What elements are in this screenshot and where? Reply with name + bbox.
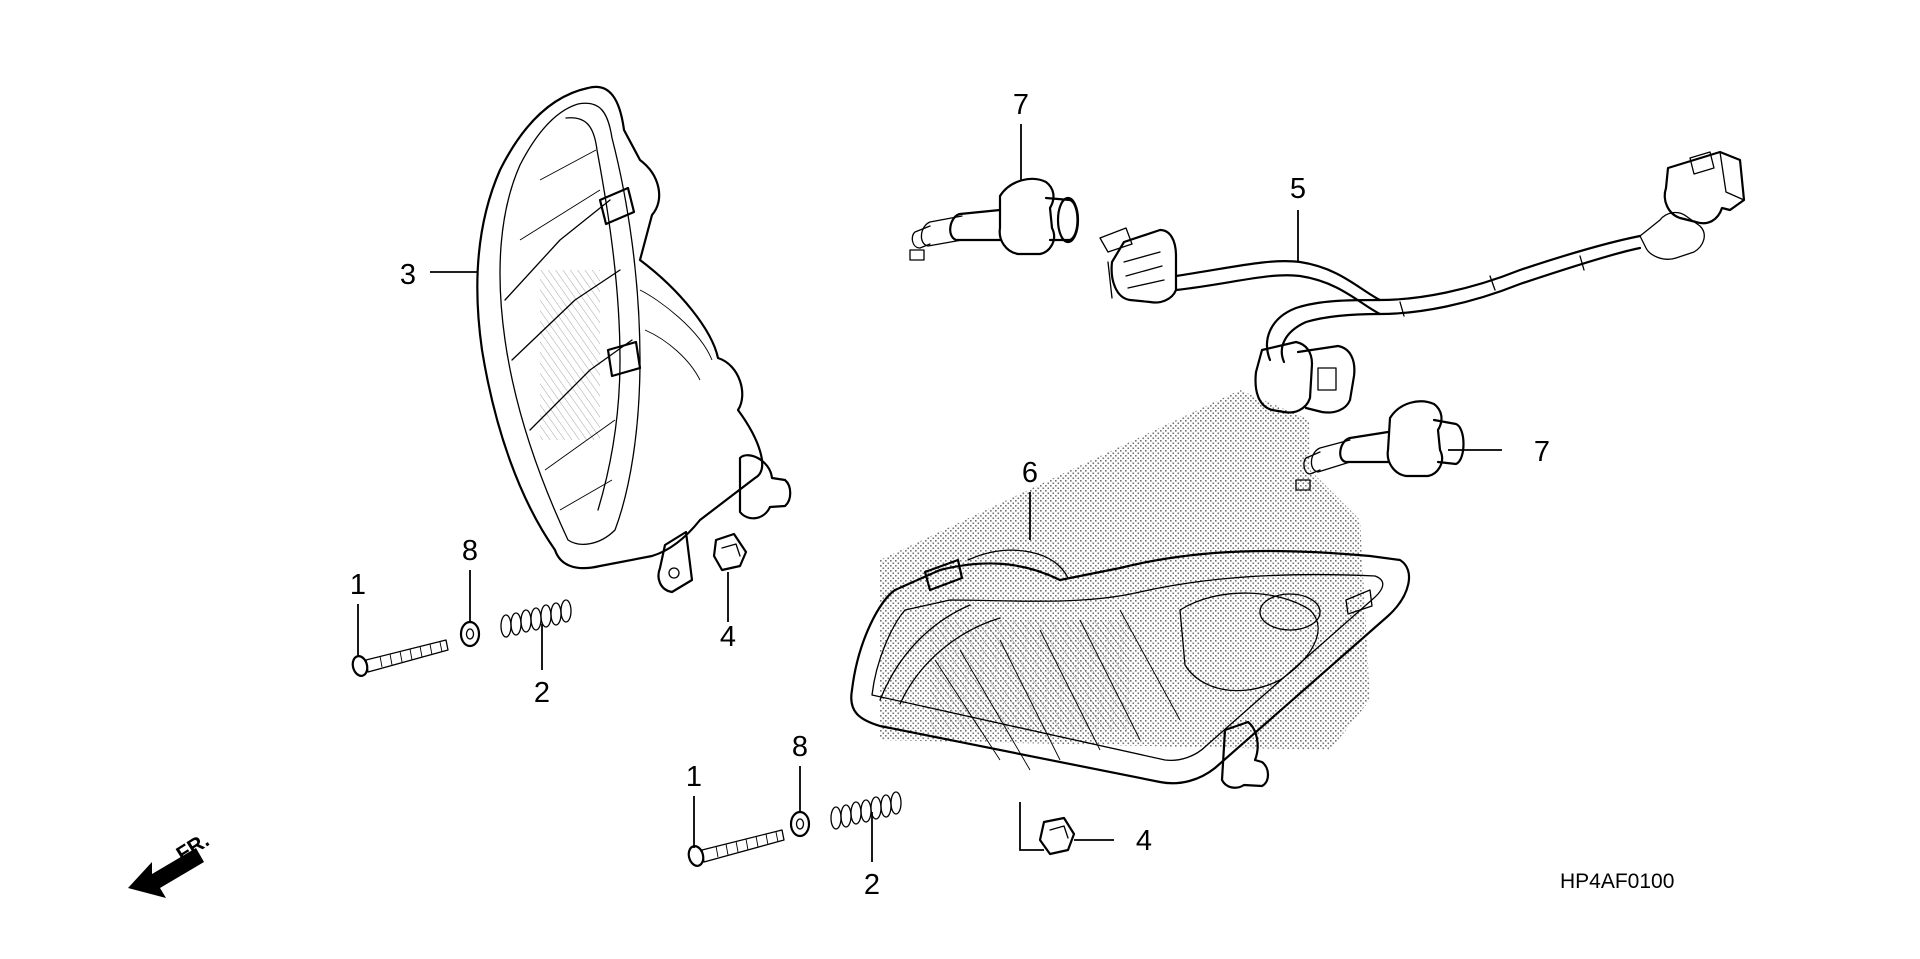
washer-lower — [789, 810, 811, 838]
screw-upper — [351, 639, 449, 677]
callout-label: 8 — [792, 731, 808, 763]
washer-upper — [459, 620, 481, 648]
arrow-icon — [128, 848, 204, 898]
bulb-upper — [909, 177, 1080, 261]
nut-lower — [1038, 816, 1076, 856]
callout-label: 5 — [1290, 173, 1306, 205]
callout-label: 2 — [864, 869, 880, 901]
callout-label: 1 — [686, 761, 702, 793]
callout-label: 6 — [1022, 457, 1038, 489]
callout-label: 7 — [1013, 89, 1029, 121]
callout-label: 4 — [1136, 825, 1152, 857]
callout-label: 7 — [1534, 436, 1550, 468]
callout-numbers: 7 5 3 7 6 8 1 4 2 8 1 4 2 — [350, 89, 1550, 901]
callout-label: 4 — [720, 621, 736, 653]
leader-lines — [357, 124, 1502, 862]
front-direction-indicator: FR. — [128, 829, 213, 898]
callout-label: 2 — [534, 677, 550, 709]
callout-label: 1 — [350, 569, 366, 601]
spring-lower — [830, 791, 902, 830]
wire-harness — [1099, 150, 1746, 414]
bulb-lower — [1295, 400, 1465, 491]
nut-upper — [712, 532, 748, 572]
callout-label: 8 — [462, 535, 478, 567]
right-headlight — [850, 390, 1410, 789]
screw-lower — [687, 829, 785, 867]
callout-label: 3 — [400, 259, 416, 291]
left-headlight-housing — [476, 85, 792, 594]
figure-code: HP4AF0100 — [1560, 870, 1674, 893]
spring-upper — [500, 599, 572, 638]
